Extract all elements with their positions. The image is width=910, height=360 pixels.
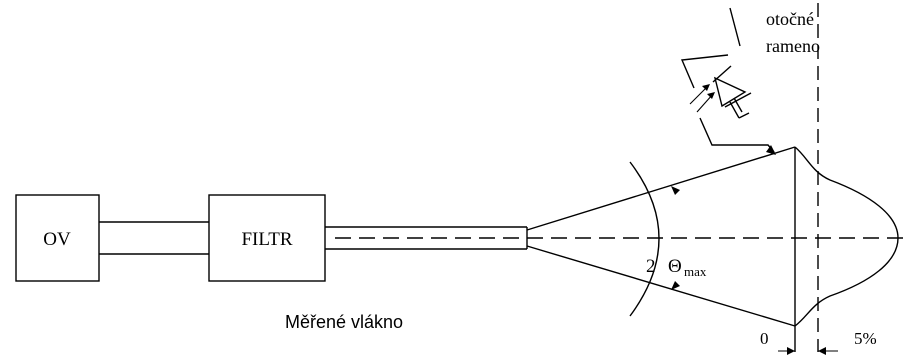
filter-label: FILTR bbox=[241, 229, 292, 250]
five-percent-label: 5% bbox=[854, 329, 877, 348]
filter-box bbox=[208, 194, 326, 282]
angle-arrow-top bbox=[671, 186, 680, 195]
ov-filter-connection bbox=[99, 221, 209, 255]
ov-box bbox=[15, 194, 100, 282]
angle-prefix: 2 bbox=[646, 256, 656, 277]
arm-upper-bracket bbox=[680, 54, 729, 89]
arm-pointer-arrow bbox=[766, 145, 776, 155]
ov-label: OV bbox=[43, 229, 71, 250]
angle-symbol: Θ bbox=[668, 256, 682, 277]
fiber-label: Měřené vlákno bbox=[285, 312, 403, 332]
photodiode-icon bbox=[689, 65, 752, 119]
filter-block: FILTR bbox=[208, 194, 326, 282]
radiation-cone bbox=[526, 146, 796, 327]
zero-label: 0 bbox=[760, 329, 769, 348]
measured-fiber bbox=[325, 226, 528, 250]
angle-arrow-bottom bbox=[671, 281, 680, 290]
arm-label-line1: otočné bbox=[766, 9, 814, 29]
arm-label-line2: rameno bbox=[766, 36, 820, 56]
intensity-profile-curve bbox=[794, 146, 899, 327]
ov-block: OV bbox=[15, 194, 100, 282]
rotating-arm bbox=[680, 7, 776, 155]
angle-arc bbox=[629, 161, 660, 317]
angle-label: 2 Θ max bbox=[646, 256, 707, 279]
angle-subscript: max bbox=[684, 264, 707, 279]
arm-pivot-line bbox=[729, 7, 741, 47]
five-percent-dimension bbox=[778, 347, 838, 355]
arm-lower-bracket bbox=[699, 117, 775, 153]
